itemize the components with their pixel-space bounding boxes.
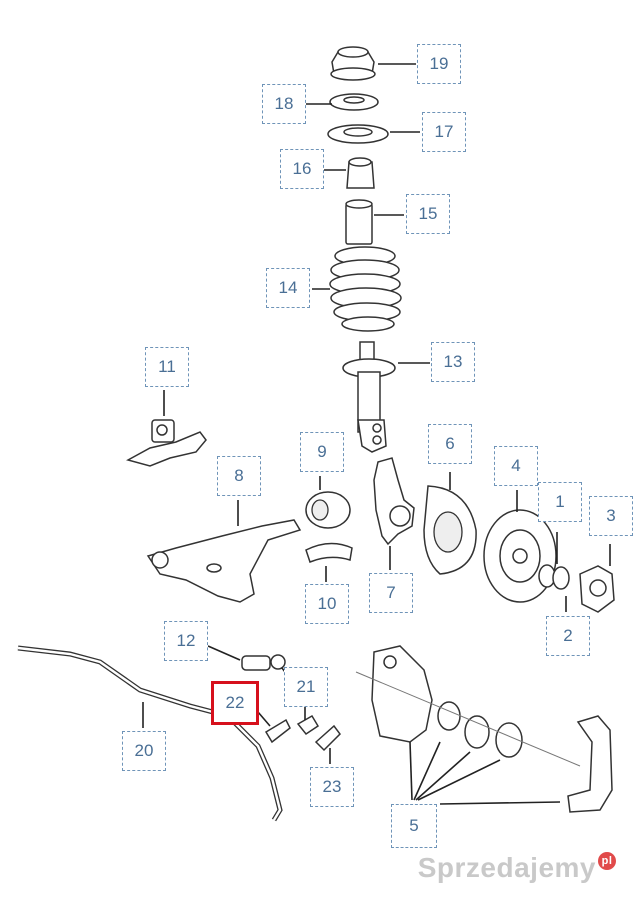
top-mount	[330, 46, 376, 81]
callout-15: 15	[406, 194, 450, 234]
dust-boot	[345, 203, 373, 245]
axis-line	[355, 671, 581, 767]
caliper-seals	[437, 701, 523, 758]
steering-knuckle	[373, 457, 415, 546]
callout-14: 14	[266, 268, 310, 308]
callout-3: 3	[589, 496, 633, 536]
stabilizer-link	[241, 654, 286, 671]
brake-disc	[483, 509, 557, 603]
stabilizer-bar-inner	[17, 646, 282, 821]
callout-19: 19	[417, 44, 461, 84]
dust-shield	[423, 485, 477, 575]
callout-9: 9	[300, 432, 344, 472]
caliper-bracket	[567, 715, 613, 813]
callout-2: 2	[546, 616, 590, 656]
callout-23: 23	[310, 767, 354, 807]
callout-7: 7	[369, 573, 413, 613]
leader-lines	[142, 63, 611, 805]
callout-13: 13	[431, 342, 475, 382]
callout-20: 20	[122, 731, 166, 771]
callout-16: 16	[280, 149, 324, 189]
clamp-22	[264, 718, 291, 744]
wheel-hub	[579, 565, 615, 613]
brake-caliper	[371, 645, 433, 743]
watermark-dot: pl	[598, 852, 616, 870]
strut-body	[342, 341, 396, 453]
callout-5: 5	[391, 804, 437, 848]
bump-stop-top	[348, 157, 372, 167]
dust-boot-top	[345, 199, 373, 209]
clamp-23	[314, 724, 341, 752]
watermark-text: Sprzedajemy	[417, 852, 596, 883]
wheel-bearing	[538, 564, 570, 590]
callout-6: 6	[428, 424, 472, 464]
coil-spring	[329, 246, 402, 332]
callout-4: 4	[494, 446, 538, 486]
callout-12: 12	[164, 621, 208, 661]
callout-22-highlighted: 22	[211, 681, 259, 725]
callout-8: 8	[217, 456, 261, 496]
callout-11: 11	[145, 347, 189, 387]
callout-21: 21	[284, 667, 328, 707]
callout-10: 10	[305, 584, 349, 624]
callout-17: 17	[422, 112, 466, 152]
bearing-inner	[343, 96, 365, 104]
clamp-21	[296, 714, 320, 736]
control-arm	[146, 519, 302, 603]
spring-seat-inner	[343, 127, 373, 137]
bushing-9	[305, 491, 351, 529]
ball-joint	[126, 419, 207, 467]
bushing-10	[305, 542, 353, 563]
callout-18: 18	[262, 84, 306, 124]
callout-1: 1	[538, 482, 582, 522]
